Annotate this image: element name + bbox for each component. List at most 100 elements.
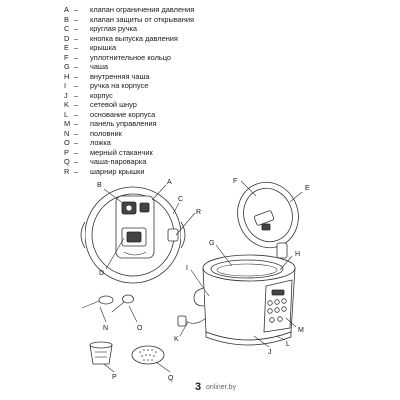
- legend-row: H– внутренняя чаша: [64, 72, 314, 82]
- legend-dash: –: [74, 90, 79, 100]
- legend-row: I– ручка на корпусе: [64, 81, 314, 91]
- page-number: 3: [195, 381, 202, 393]
- legend-letter: M: [64, 119, 71, 128]
- callout-r: R: [196, 209, 201, 216]
- callout-labels: A B C D R E F G H I K J L M N O P Q: [97, 178, 310, 382]
- callout-d: D: [99, 270, 104, 277]
- accessory-measuring-cup: [89, 341, 113, 365]
- legend-row: J– корпус: [64, 91, 314, 101]
- legend-description: чаша: [90, 62, 109, 71]
- legend-dash: –: [74, 128, 79, 138]
- legend-letter: D: [64, 33, 70, 43]
- legend-description: половник: [90, 128, 122, 138]
- legend-letter: K: [64, 100, 69, 109]
- legend-dash: –: [74, 33, 79, 43]
- legend-row: M– панель управления: [64, 119, 314, 129]
- callout-f: F: [233, 178, 237, 185]
- legend-letter: O: [64, 138, 70, 147]
- accessory-ladle: [81, 295, 114, 309]
- legend-row: N– половник: [64, 129, 314, 139]
- callout-j: J: [268, 349, 272, 356]
- legend-description: основание корпуса: [90, 109, 156, 119]
- legend-letter: N: [64, 128, 70, 138]
- top-view-cooker: [80, 186, 186, 284]
- legend-description: шарнир крышки: [90, 166, 145, 176]
- legend-dash: –: [74, 100, 79, 109]
- legend-description: уплотнительное кольцо: [90, 52, 172, 62]
- legend-letter: Q: [64, 157, 70, 166]
- legend-row: L– основание корпуса: [64, 110, 314, 120]
- legend-letter: H: [64, 71, 70, 81]
- legend-row: E– крышка: [64, 43, 314, 53]
- legend-letter: L: [64, 109, 69, 119]
- legend-description: круглая ручка: [90, 24, 138, 33]
- legend-letter: R: [64, 166, 70, 176]
- callout-o: O: [137, 325, 143, 332]
- legend-row: R– шарнир крышки: [64, 167, 314, 177]
- legend-row: O– ложка: [64, 138, 314, 148]
- callout-a: A: [167, 179, 172, 186]
- legend-dash: –: [74, 62, 79, 71]
- legend-row: Q– чаша-пароварка: [64, 157, 314, 167]
- legend-dash: –: [74, 109, 79, 119]
- legend-description: сетевой шнур: [90, 100, 137, 109]
- legend-row: P– мерный стаканчик: [64, 148, 314, 158]
- legend-description: мерный стаканчик: [90, 147, 153, 157]
- legend-row: G– чаша: [64, 62, 314, 72]
- legend-row: A– клапан ограничения давления: [64, 5, 314, 15]
- callout-k: K: [174, 336, 179, 343]
- callout-b: B: [97, 182, 102, 189]
- legend-letter: G: [64, 62, 70, 71]
- callout-p: P: [112, 374, 117, 381]
- legend-letter: A: [64, 5, 69, 14]
- legend-letter: J: [64, 90, 68, 100]
- legend-row: K– сетевой шнур: [64, 100, 314, 110]
- legend-description: клапан ограничения давления: [90, 5, 195, 14]
- legend-row: D– кнопка выпуска давления: [64, 34, 314, 44]
- legend-dash: –: [74, 157, 79, 166]
- legend-dash: –: [74, 138, 79, 147]
- legend-dash: –: [74, 81, 79, 90]
- legend-description: корпус: [90, 90, 113, 100]
- callout-h: H: [295, 251, 300, 258]
- legend-dash: –: [74, 71, 79, 81]
- legend-letter: C: [64, 24, 70, 33]
- open-cooker: [177, 181, 299, 346]
- legend-description: клапан защиты от открывания: [90, 14, 194, 24]
- callout-l: L: [286, 341, 290, 348]
- legend-dash: –: [74, 52, 79, 62]
- accessory-steamer: [131, 345, 165, 365]
- leader-lines: [99, 180, 303, 373]
- legend-letter: I: [64, 81, 67, 90]
- legend-letter: P: [64, 147, 69, 157]
- legend-dash: –: [74, 147, 79, 157]
- legend-dash: –: [74, 43, 79, 52]
- legend-row: F– уплотнительное кольцо: [64, 53, 314, 63]
- callout-g: G: [209, 240, 214, 247]
- legend-description: панель управления: [90, 119, 157, 128]
- callout-i: I: [186, 265, 188, 272]
- legend-description: ручка на корпусе: [90, 81, 149, 90]
- callout-n: N: [103, 325, 108, 332]
- legend-letter: F: [64, 52, 69, 62]
- legend-description: внутренняя чаша: [90, 71, 150, 81]
- legend-dash: –: [74, 5, 79, 14]
- legend-dash: –: [74, 14, 79, 24]
- accessory-spoon: [111, 294, 134, 313]
- legend-description: крышка: [90, 43, 117, 52]
- legend-dash: –: [74, 119, 79, 128]
- legend-description: чаша-пароварка: [90, 157, 147, 166]
- legend-description: ложка: [90, 138, 111, 147]
- legend-letter: E: [64, 43, 69, 52]
- legend-dash: –: [74, 166, 79, 176]
- callout-c: C: [178, 196, 183, 203]
- legend-row: B–клапан защиты от открывания: [64, 15, 314, 25]
- callout-q: Q: [168, 375, 174, 382]
- legend-row: C– круглая ручка: [64, 24, 314, 34]
- site-watermark: onliner.by: [206, 384, 236, 391]
- legend-description: кнопка выпуска давления: [90, 33, 178, 43]
- legend-dash: –: [74, 24, 79, 33]
- callout-e: E: [305, 185, 310, 192]
